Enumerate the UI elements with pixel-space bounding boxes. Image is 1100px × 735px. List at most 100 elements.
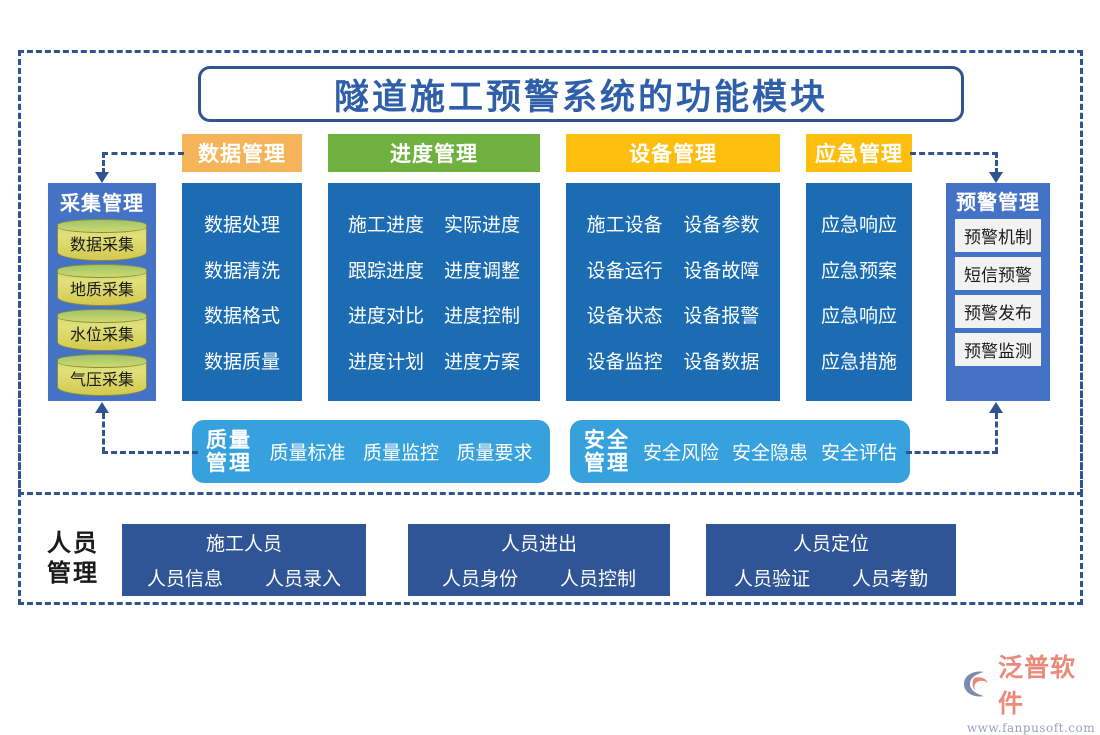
safety-item[interactable]: 安全隐患 [731, 442, 808, 464]
quality-management-bar: 质量 管理 质量标准 质量监控 质量要求 [192, 420, 550, 483]
safety-items: 安全风险 安全隐患 安全评估 [630, 438, 910, 465]
panel-row: 应急响应 [806, 301, 912, 328]
personnel-card-subs: 人员信息 人员录入 [147, 564, 341, 591]
panel-cell[interactable]: 进度控制 [443, 305, 520, 328]
category-header-equipment[interactable]: 设备管理 [566, 134, 780, 172]
panel-cell[interactable]: 设备监控 [586, 351, 663, 374]
panel-row: 进度计划 进度方案 [328, 347, 540, 374]
personnel-sub[interactable]: 人员控制 [560, 568, 637, 590]
arrow-up-to-warning [989, 402, 1003, 413]
personnel-sub[interactable]: 人员录入 [265, 568, 342, 590]
panel-cell[interactable]: 数据质量 [203, 351, 280, 374]
panel-cell[interactable]: 施工设备 [586, 213, 663, 236]
panel-cell[interactable]: 数据格式 [203, 305, 280, 328]
arrow-down-to-warning [989, 172, 1003, 183]
personnel-title-line2: 管理 [47, 558, 99, 587]
connector-emergency-to-warning-vertical [995, 152, 998, 174]
panel-cell[interactable]: 应急措施 [820, 351, 897, 374]
cylinder-label: 地质采集 [69, 280, 134, 299]
brand-logo: 泛普软件 www.fanpusoft.com [962, 648, 1100, 735]
warning-item[interactable]: 预警监测 [955, 333, 1041, 366]
panel-cell[interactable]: 实际进度 [443, 213, 520, 236]
database-cylinder-icon[interactable]: 水位采集 [57, 309, 147, 351]
quality-item[interactable]: 质量标准 [269, 442, 346, 464]
personnel-management-title: 人员 管理 [38, 528, 108, 588]
collection-management-panel: 采集管理 数据采集 地质采集 水位采集 气压采集 [48, 183, 156, 401]
quality-item[interactable]: 质量要求 [456, 442, 533, 464]
panel-cell[interactable]: 设备运行 [586, 259, 663, 282]
personnel-card-access[interactable]: 人员进出 人员身份 人员控制 [408, 524, 670, 596]
fanpu-logo-icon [962, 669, 992, 699]
panel-cell[interactable]: 设备报警 [683, 305, 760, 328]
logo-url: www.fanpusoft.com [966, 721, 1096, 735]
personnel-card-subs: 人员身份 人员控制 [442, 564, 636, 591]
panel-row: 数据质量 [182, 347, 302, 374]
panel-cell[interactable]: 应急响应 [820, 305, 897, 328]
panel-cell[interactable]: 跟踪进度 [347, 259, 424, 282]
database-cylinder-icon[interactable]: 数据采集 [57, 219, 147, 261]
panel-row: 设备状态 设备报警 [566, 301, 780, 328]
panel-cell[interactable]: 设备数据 [683, 351, 760, 374]
connector-emergency-to-warning-horizontal [910, 152, 998, 155]
quality-title-line2: 管理 [206, 449, 252, 475]
panel-cell[interactable]: 设备参数 [683, 213, 760, 236]
personnel-card-positioning[interactable]: 人员定位 人员验证 人员考勤 [706, 524, 956, 596]
panel-cell[interactable]: 设备状态 [586, 305, 663, 328]
panel-cell[interactable]: 应急响应 [820, 213, 897, 236]
cylinder-label: 数据采集 [69, 235, 134, 254]
safety-title-line1: 安全 [584, 427, 630, 453]
panel-cell[interactable]: 进度方案 [443, 351, 520, 374]
category-header-progress[interactable]: 进度管理 [328, 134, 540, 172]
safety-management-bar: 安全 管理 安全风险 安全隐患 安全评估 [570, 420, 910, 483]
arrow-up-to-collection [95, 402, 109, 413]
diagram-title-box: 隧道施工预警系统的功能模块 [198, 66, 964, 122]
safety-item[interactable]: 安全风险 [642, 442, 719, 464]
warning-item[interactable]: 预警发布 [955, 295, 1041, 328]
personnel-card-head: 人员进出 [500, 533, 577, 555]
inner-dashed-frame [18, 50, 1083, 495]
warning-management-title: 预警管理 [956, 190, 1040, 214]
cylinder-label: 气压采集 [69, 370, 134, 389]
database-cylinder-icon[interactable]: 气压采集 [57, 354, 147, 396]
connector-safety-to-warning-vertical [995, 413, 998, 453]
panel-cell[interactable]: 数据清洗 [203, 259, 280, 282]
panel-cell[interactable]: 设备故障 [683, 259, 760, 282]
panel-cell[interactable]: 进度计划 [347, 351, 424, 374]
panel-cell[interactable]: 进度对比 [347, 305, 424, 328]
personnel-sub[interactable]: 人员考勤 [852, 568, 929, 590]
quality-title-line1: 质量 [206, 427, 252, 453]
panel-row: 应急响应 [806, 210, 912, 237]
panel-row: 数据处理 [182, 210, 302, 237]
personnel-sub[interactable]: 人员身份 [441, 568, 518, 590]
personnel-sub[interactable]: 人员验证 [733, 568, 810, 590]
database-cylinder-icon[interactable]: 地质采集 [57, 264, 147, 306]
quality-item[interactable]: 质量监控 [362, 442, 439, 464]
panel-cell[interactable]: 数据处理 [203, 213, 280, 236]
safety-item[interactable]: 安全评估 [820, 442, 897, 464]
panel-row: 设备运行 设备故障 [566, 256, 780, 283]
personnel-card-construction[interactable]: 施工人员 人员信息 人员录入 [122, 524, 366, 596]
safety-management-title: 安全 管理 [570, 429, 630, 473]
panel-row: 跟踪进度 进度调整 [328, 256, 540, 283]
cylinder-label: 水位采集 [69, 325, 134, 344]
connector-quality-to-collection-horizontal [102, 451, 198, 454]
panel-equipment-management: 施工设备 设备参数 设备运行 设备故障 设备状态 设备报警 设备监控 设备数据 [566, 183, 780, 401]
arrow-down-to-collection [95, 172, 109, 183]
category-header-emergency[interactable]: 应急管理 [806, 134, 912, 172]
collection-management-title: 采集管理 [60, 191, 144, 215]
panel-row: 应急措施 [806, 347, 912, 374]
panel-cell[interactable]: 施工进度 [347, 213, 424, 236]
quality-items: 质量标准 质量监控 质量要求 [252, 438, 550, 465]
panel-cell[interactable]: 进度调整 [443, 259, 520, 282]
warning-item[interactable]: 预警机制 [955, 219, 1041, 252]
personnel-sub[interactable]: 人员信息 [146, 568, 223, 590]
panel-cell[interactable]: 应急预案 [820, 259, 897, 282]
panel-row: 施工进度 实际进度 [328, 210, 540, 237]
page-title: 隧道施工预警系统的功能模块 [333, 76, 828, 118]
panel-row: 施工设备 设备参数 [566, 210, 780, 237]
panel-row: 进度对比 进度控制 [328, 301, 540, 328]
panel-row: 数据格式 [182, 301, 302, 328]
category-header-data[interactable]: 数据管理 [182, 134, 302, 172]
panel-row: 应急预案 [806, 256, 912, 283]
warning-item[interactable]: 短信预警 [955, 257, 1041, 290]
